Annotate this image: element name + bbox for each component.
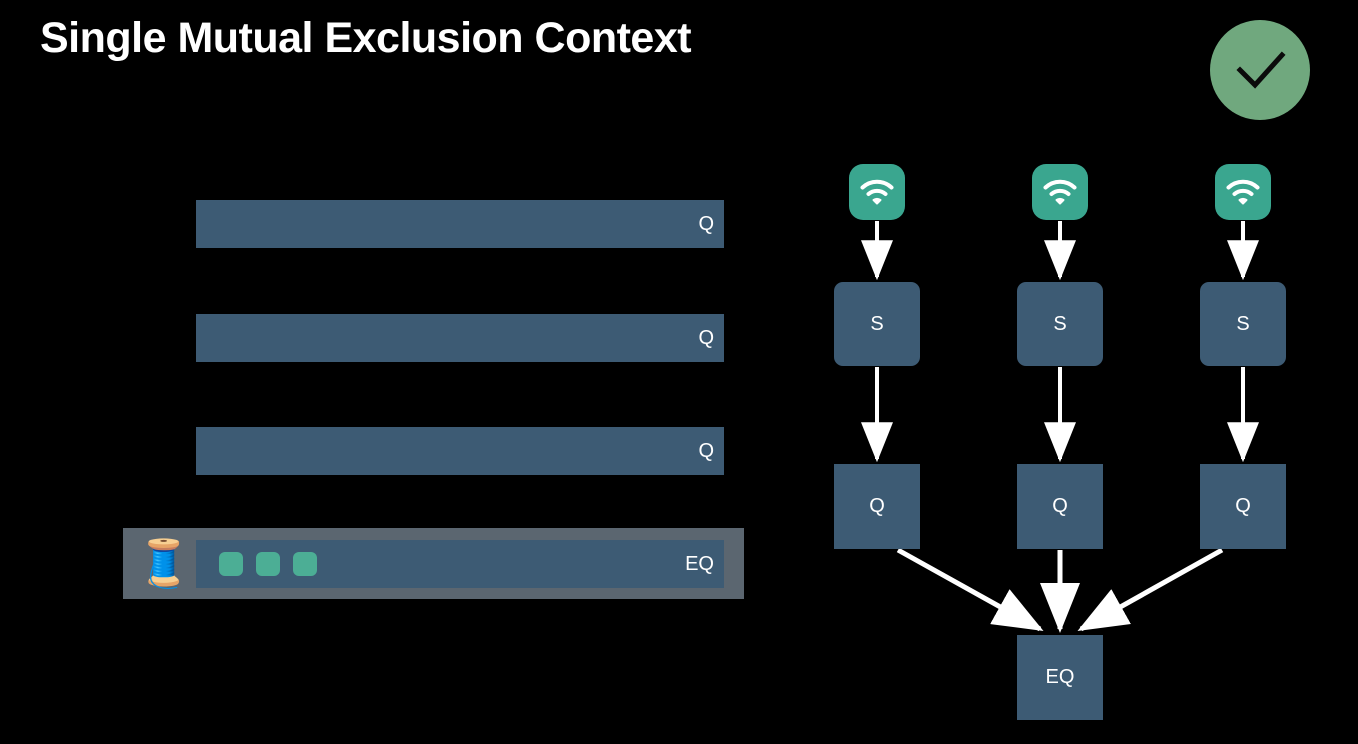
- node-label: Q: [869, 495, 885, 517]
- node-label: S: [1053, 312, 1067, 335]
- queue-bar: Q: [196, 200, 724, 248]
- node-q-2: Q: [1017, 464, 1103, 549]
- node-label: Q: [1052, 495, 1068, 517]
- node-label: S: [870, 312, 884, 335]
- checkmark-icon: [1236, 51, 1286, 89]
- eq-slot-2: [256, 552, 280, 576]
- queue-bar-label: Q: [698, 213, 714, 235]
- node-label: Q: [1235, 495, 1251, 517]
- page-title: Single Mutual Exclusion Context: [40, 14, 692, 62]
- eq-slot-1: [219, 552, 243, 576]
- eq-queue-bar-label: EQ: [685, 553, 714, 575]
- eq-slot-group: [219, 552, 317, 576]
- queue-bar: Q: [196, 427, 724, 475]
- node-s-1: S: [834, 282, 920, 366]
- wifi-source-node-3: [1215, 164, 1271, 220]
- queue-bar-label: Q: [698, 327, 714, 349]
- thread-spool-icon: 🧵: [135, 537, 193, 589]
- status-badge-check: [1210, 20, 1310, 120]
- edge-q-to-eq-3: [1077, 547, 1224, 632]
- node-label: S: [1236, 312, 1250, 335]
- wifi-source-node-2: [1032, 164, 1088, 220]
- node-s-2: S: [1017, 282, 1103, 366]
- queue-bar: Q: [196, 314, 724, 362]
- node-q-3: Q: [1200, 464, 1286, 549]
- wifi-icon: [1226, 179, 1260, 205]
- eq-slot-3: [293, 552, 317, 576]
- node-eq-sink: EQ: [1017, 635, 1103, 720]
- wifi-source-node-1: [849, 164, 905, 220]
- node-label: EQ: [1045, 666, 1075, 688]
- eq-thread-group: 🧵 EQ: [123, 528, 744, 599]
- node-q-1: Q: [834, 464, 920, 549]
- queue-bar-label: Q: [698, 440, 714, 462]
- wifi-icon: [1043, 179, 1077, 205]
- wifi-icon: [860, 179, 894, 205]
- edge-q-to-eq-1: [896, 547, 1044, 632]
- node-s-3: S: [1200, 282, 1286, 366]
- eq-queue-bar: EQ: [196, 540, 724, 588]
